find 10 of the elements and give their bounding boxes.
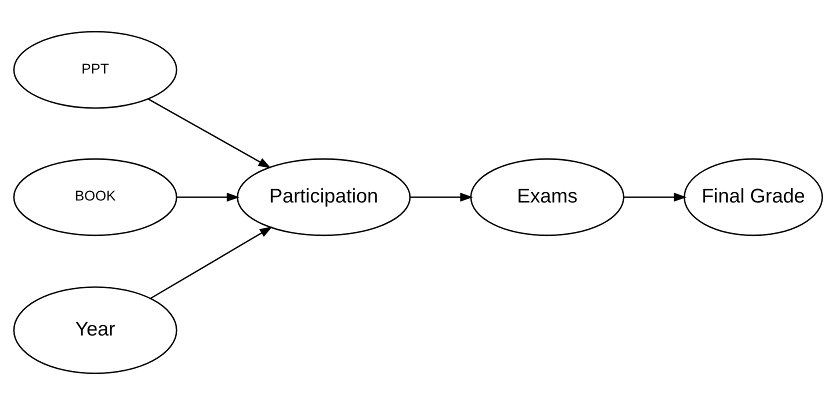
arrow <box>148 98 272 168</box>
arrow <box>150 226 272 299</box>
node-ellipse: PPT <box>13 30 178 109</box>
node-ellipse: Exams <box>470 158 624 236</box>
arrow <box>176 192 240 202</box>
arrow <box>410 192 473 202</box>
node-ellipse: Year <box>13 286 178 374</box>
arrow <box>624 192 687 202</box>
node-ellipse: BOOK <box>13 158 178 236</box>
node-ellipse: Final Grade <box>684 158 823 236</box>
